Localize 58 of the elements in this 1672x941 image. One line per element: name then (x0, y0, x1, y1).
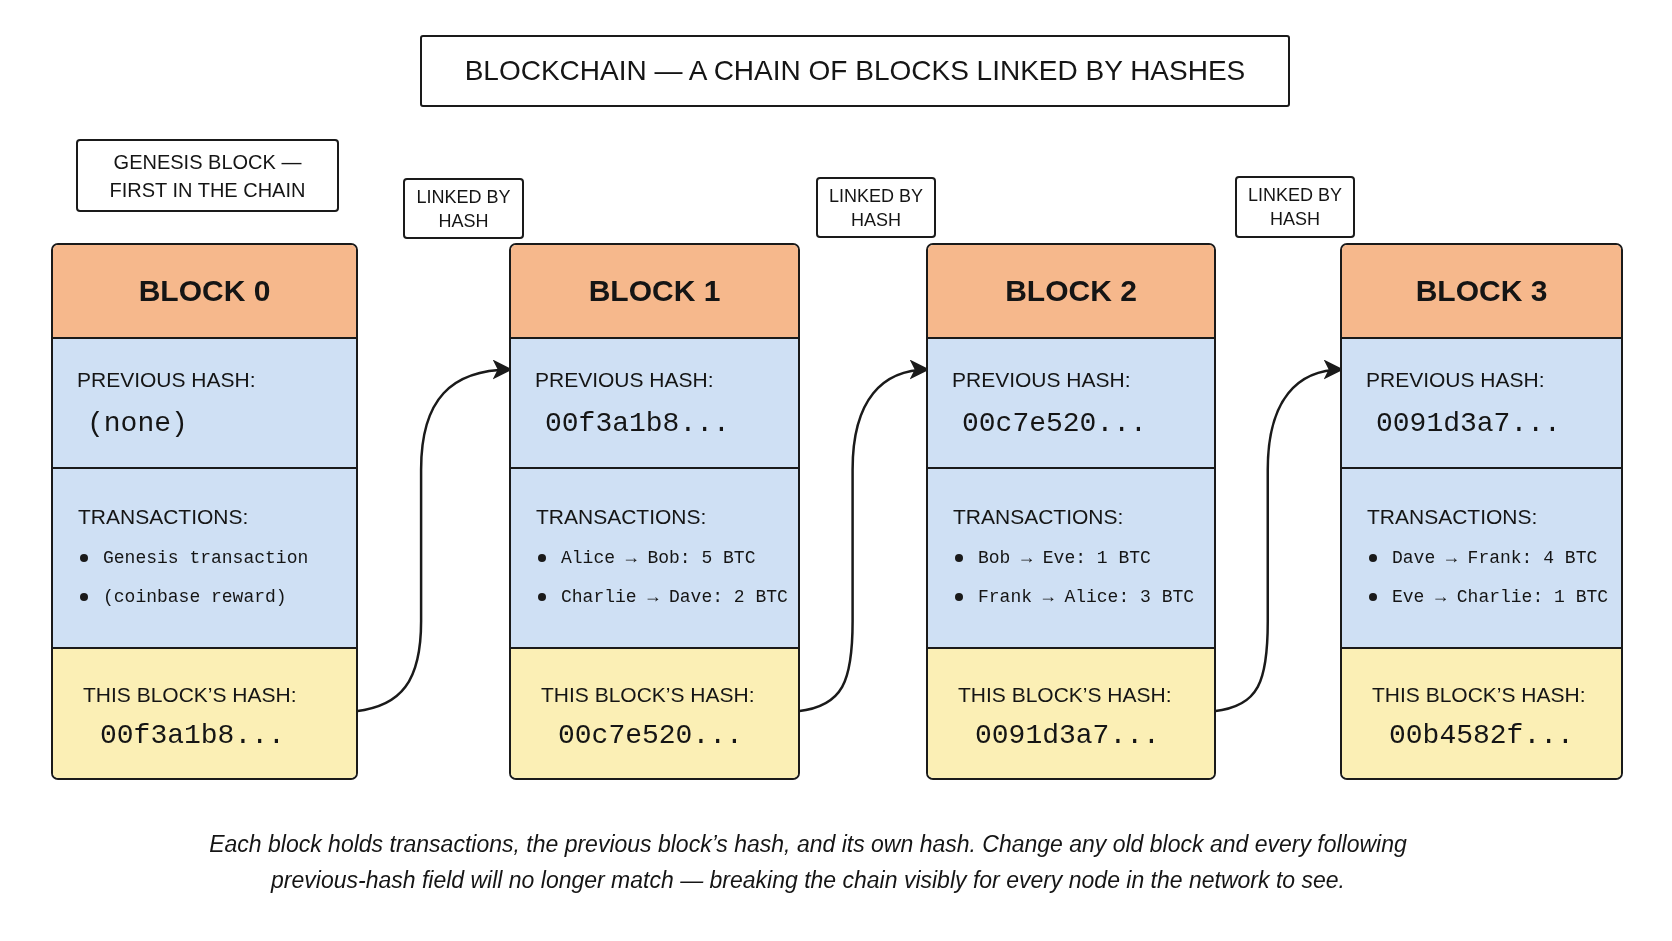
transaction-text: (coinbase reward) (103, 586, 287, 609)
own-hash-field (928, 647, 1214, 778)
transaction-text: Bob → Eve: 1 BTC (978, 547, 1151, 570)
own-hash-field (53, 647, 356, 778)
hash-value: 0091d3a7... (974, 720, 1160, 752)
transaction-text: Charlie → Dave: 2 BTC (561, 586, 788, 609)
note-text: LINKED BY HASH (827, 184, 924, 232)
own-hash-field (511, 647, 798, 778)
block-header: BLOCK 0 (53, 245, 356, 337)
caption: Each block holds transactions, the previous block’s hash, and its own hash. Change any old block and every following previous-hash field will no longer match — breaking the chain visibly for every node in the network to see. (208, 830, 1408, 895)
block-header: BLOCK 2 (928, 245, 1214, 337)
previous-hash-field (1342, 337, 1621, 467)
note-text: LINKED BY HASH (415, 185, 512, 233)
field-label: PREVIOUS HASH: (1366, 367, 1545, 393)
transactions-field (511, 467, 798, 647)
field-label: TRANSACTIONS: (536, 504, 707, 530)
note-box (76, 139, 339, 212)
field-label: TRANSACTIONS: (78, 504, 249, 530)
transaction-text: Genesis transaction (103, 547, 309, 570)
transactions-field (1342, 467, 1621, 647)
hash-value: 0091d3a7... (1375, 408, 1561, 440)
field-label: THIS BLOCK’S HASH: (541, 682, 755, 708)
transaction-text: Dave → Frank: 4 BTC (1392, 547, 1598, 570)
transactions-field (53, 467, 356, 647)
hash-value: 00f3a1b8... (544, 408, 730, 440)
block-header: BLOCK 1 (511, 245, 798, 337)
previous-hash-field (928, 337, 1214, 467)
hash-value: 00c7e520... (557, 720, 743, 752)
field-label: TRANSACTIONS: (1367, 504, 1538, 530)
tag-box (816, 177, 936, 238)
tag-box (403, 178, 524, 239)
title: BLOCKCHAIN — A CHAIN OF BLOCKS LINKED BY HASHES (420, 35, 1290, 107)
field-label: THIS BLOCK’S HASH: (958, 682, 1172, 708)
field-label: THIS BLOCK’S HASH: (83, 682, 297, 708)
previous-hash-field (53, 337, 356, 467)
note-text: GENESIS BLOCK — FIRST IN THE CHAIN (108, 149, 307, 203)
hash-value: 00f3a1b8... (99, 720, 285, 752)
hash-value: 00b4582f... (1388, 720, 1574, 752)
hash-value: 00c7e520... (961, 408, 1147, 440)
block-header: BLOCK 3 (1342, 245, 1621, 337)
note-text: LINKED BY HASH (1246, 184, 1343, 231)
block-card (509, 243, 800, 780)
previous-hash-field (511, 337, 798, 467)
hash-value: (none) (86, 408, 188, 440)
transactions-field (928, 467, 1214, 647)
field-label: PREVIOUS HASH: (77, 367, 256, 393)
own-hash-field (1342, 647, 1621, 778)
transaction-text: Frank → Alice: 3 BTC (978, 586, 1195, 609)
block-card (926, 243, 1216, 780)
field-label: THIS BLOCK’S HASH: (1372, 682, 1586, 708)
transaction-text: Eve → Charlie: 1 BTC (1392, 586, 1609, 609)
field-label: PREVIOUS HASH: (535, 367, 714, 393)
block-card (1340, 243, 1623, 780)
field-label: TRANSACTIONS: (953, 504, 1124, 530)
transaction-text: Alice → Bob: 5 BTC (561, 547, 756, 570)
tag-box (1235, 176, 1355, 238)
field-label: PREVIOUS HASH: (952, 367, 1131, 393)
block-card (51, 243, 358, 780)
